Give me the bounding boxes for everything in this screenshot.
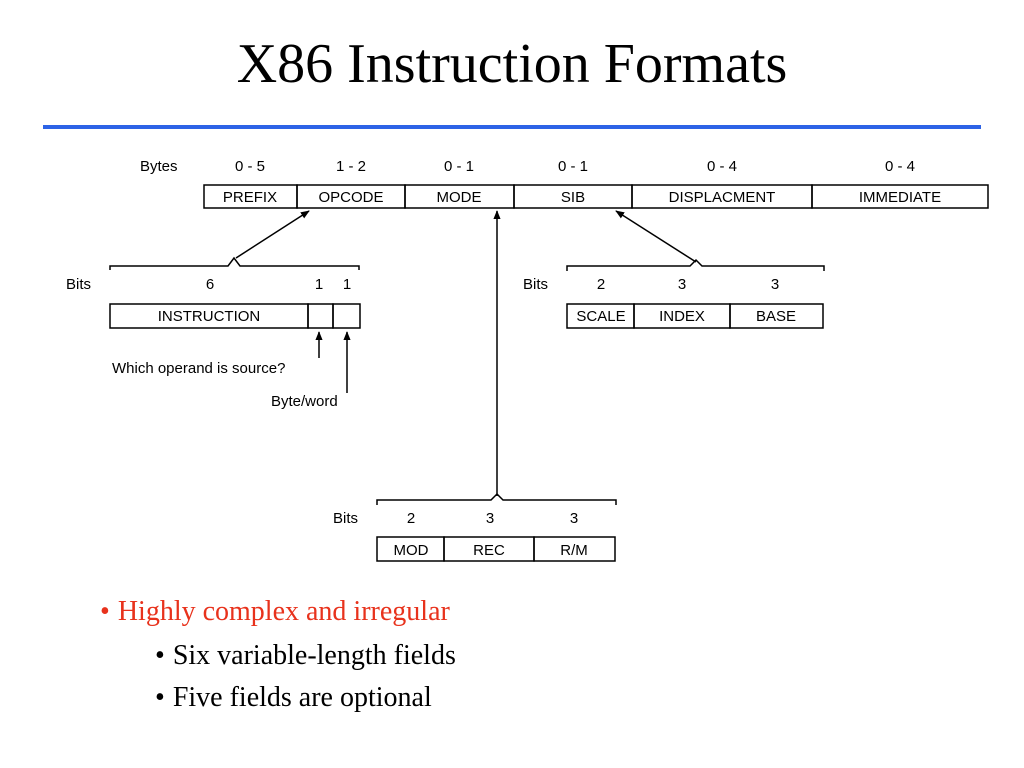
direction-bit-annotation: Which operand is source? bbox=[112, 360, 285, 377]
field-name-opcode: OPCODE bbox=[318, 189, 383, 206]
main-size-prefix: 0 - 5 bbox=[235, 158, 265, 175]
opcode-box-width-bit bbox=[332, 303, 361, 329]
field-name-displacment: DISPLACMENT bbox=[669, 189, 776, 206]
sib-detail-label: Bits bbox=[523, 276, 548, 293]
bullet-sub-1: •Six variable-length fields bbox=[155, 642, 456, 670]
mode-size-rm: 3 bbox=[570, 510, 578, 527]
field-name-prefix: PREFIX bbox=[223, 189, 277, 206]
sib-size-base: 3 bbox=[771, 276, 779, 293]
opcode-box-direction-bit bbox=[307, 303, 334, 329]
opcode-detail-fields bbox=[109, 303, 361, 329]
sib-name-scale: SCALE bbox=[576, 308, 625, 325]
mode-size-mod: 2 bbox=[407, 510, 415, 527]
sib-name-base: BASE bbox=[756, 308, 796, 325]
bullet-sub-1-text: Six variable-length fields bbox=[172, 640, 456, 671]
sib-detail-fields bbox=[566, 303, 824, 329]
opcode-size-width-bit: 1 bbox=[343, 276, 351, 293]
field-name-immediate: IMMEDIATE bbox=[859, 189, 941, 206]
mode-box-rm bbox=[533, 536, 616, 562]
main-format-fields bbox=[203, 184, 989, 209]
main-format-label: Bytes bbox=[140, 158, 178, 175]
mode-size-rec: 3 bbox=[486, 510, 494, 527]
mode-name-rec: REC bbox=[473, 542, 505, 559]
mode-detail-fields bbox=[376, 536, 616, 562]
sib-box-base bbox=[729, 303, 824, 329]
bullet-main: •Highly complex and irregular bbox=[100, 598, 450, 626]
main-size-sib: 0 - 1 bbox=[558, 158, 588, 175]
opcode-arrow bbox=[235, 210, 310, 259]
opcode-name-instruction: INSTRUCTION bbox=[158, 308, 261, 325]
sib-size-index: 3 bbox=[678, 276, 686, 293]
field-name-mode: MODE bbox=[437, 189, 482, 206]
title-rule bbox=[43, 125, 981, 129]
sib-detail-brace bbox=[566, 258, 825, 271]
opcode-detail-label: Bits bbox=[66, 276, 91, 293]
main-size-mode: 0 - 1 bbox=[444, 158, 474, 175]
bullet-marker: • bbox=[155, 640, 165, 671]
bullet-sub-2-text: Five fields are optional bbox=[172, 682, 432, 713]
bullet-sub-2: •Five fields are optional bbox=[155, 684, 432, 712]
mode-name-mod: MOD bbox=[394, 542, 429, 559]
main-size-immediate: 0 - 4 bbox=[885, 158, 915, 175]
mode-detail-label: Bits bbox=[333, 510, 358, 527]
field-box-immediate bbox=[811, 184, 989, 209]
slide-title: X86 Instruction Formats bbox=[236, 33, 788, 95]
opcode-size-instruction: 6 bbox=[206, 276, 214, 293]
main-size-displacment: 0 - 4 bbox=[707, 158, 737, 175]
main-size-opcode: 1 - 2 bbox=[336, 158, 366, 175]
width-bit-annotation: Byte/word bbox=[271, 393, 338, 410]
opcode-detail-brace bbox=[109, 256, 360, 270]
bullet-marker: • bbox=[155, 682, 165, 713]
opcode-size-direction-bit: 1 bbox=[315, 276, 323, 293]
sib-size-scale: 2 bbox=[597, 276, 605, 293]
sib-name-index: INDEX bbox=[659, 308, 705, 325]
field-name-sib: SIB bbox=[561, 189, 585, 206]
sib-arrow bbox=[615, 210, 697, 263]
mode-name-rm: R/M bbox=[560, 542, 588, 559]
bullet-main-text: Highly complex and irregular bbox=[117, 596, 450, 627]
bullet-marker: • bbox=[100, 596, 110, 627]
